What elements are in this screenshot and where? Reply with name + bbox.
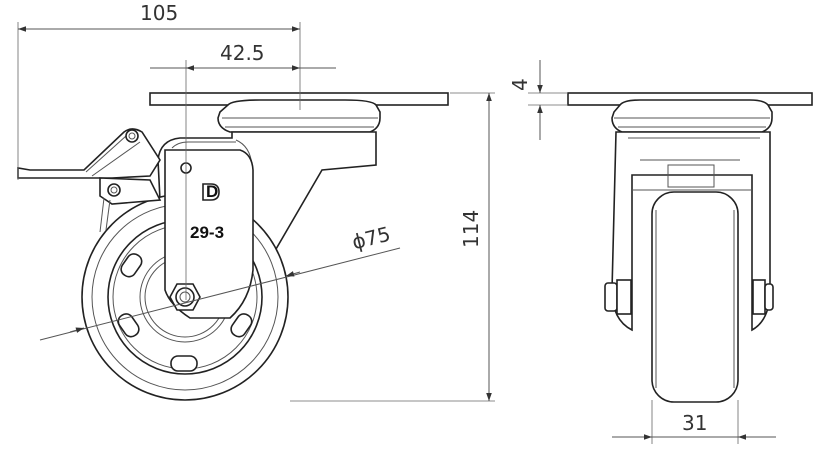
wheel-width-dimension: 31 bbox=[682, 411, 707, 435]
side-view: D 29-3 ϕ75 105 bbox=[17, 1, 495, 402]
swivel-bearing bbox=[217, 99, 381, 133]
swivel-offset-dimension: 42.5 bbox=[220, 41, 265, 65]
logo-letter: D bbox=[206, 182, 218, 201]
overall-height-dimension: 114 bbox=[459, 210, 483, 248]
wheel-diameter-dimension: ϕ75 bbox=[350, 222, 393, 255]
brake-lever bbox=[17, 128, 162, 233]
axle-nut bbox=[169, 283, 201, 311]
axle-bolt-right bbox=[752, 279, 774, 315]
axle-bolt-left bbox=[604, 279, 632, 315]
front-wheel bbox=[651, 191, 739, 403]
model-code: 29-3 bbox=[190, 223, 224, 242]
brand-logo: D bbox=[202, 182, 220, 201]
diameter-leader bbox=[39, 247, 401, 341]
front-tire bbox=[651, 191, 739, 403]
front-view: 4 31 bbox=[508, 60, 813, 444]
overall-offset-dimension: 105 bbox=[140, 1, 178, 25]
plate-thickness-dimension: 4 bbox=[508, 78, 532, 91]
